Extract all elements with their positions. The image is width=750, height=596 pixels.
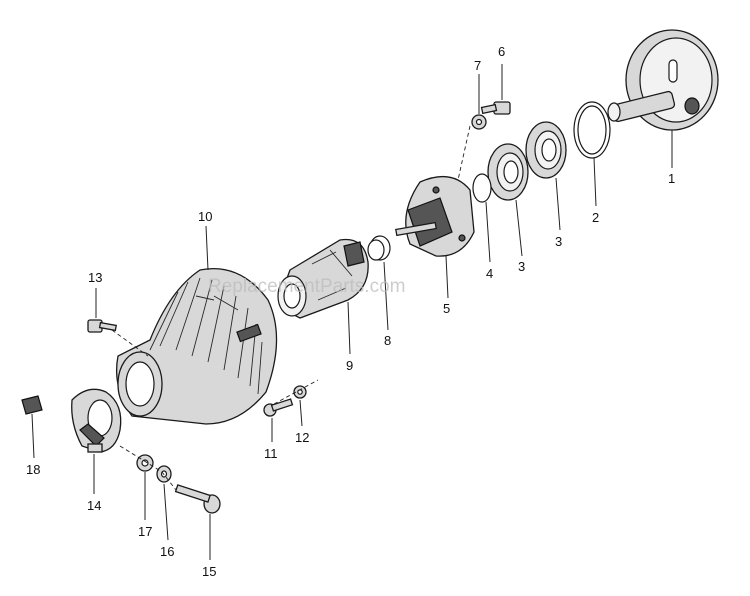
alignment-lines	[111, 125, 471, 491]
callout-17: 17	[138, 524, 152, 539]
part-15-long-bolt	[174, 484, 221, 514]
part-5-cover-plate	[395, 175, 475, 257]
callout-14: 14	[87, 498, 101, 513]
part-3-bearing-left	[487, 143, 529, 201]
part-6-bolt	[480, 101, 511, 115]
part-8-o-ring	[367, 235, 391, 261]
callout-7: 7	[474, 58, 481, 73]
leader-lines	[31, 64, 673, 560]
callout-16: 16	[160, 544, 174, 559]
part-7-washer	[471, 114, 487, 130]
watermark-text: ReplacementParts.com	[208, 276, 405, 297]
callout-3-left: 3	[518, 259, 525, 274]
callout-9: 9	[346, 358, 353, 373]
callout-12: 12	[295, 430, 309, 445]
part-17-washer	[136, 454, 154, 472]
part-18-pad	[21, 395, 43, 415]
callout-13: 13	[88, 270, 102, 285]
callout-11: 11	[264, 446, 278, 461]
part-13-bolt	[87, 319, 117, 333]
part-3-bearing-right	[525, 121, 567, 179]
callout-8: 8	[384, 333, 391, 348]
part-2-snap-ring	[573, 101, 611, 159]
part-10-gear-case	[115, 267, 278, 425]
callout-4: 4	[486, 266, 493, 281]
callout-numbers: 1 2 3 3 4 5 6 7 8 9 10 11 12 13 14 15 16…	[26, 44, 675, 579]
callout-15: 15	[202, 564, 216, 579]
part-1-clutch-drum	[607, 29, 719, 131]
callout-18: 18	[26, 462, 40, 477]
part-9-coupling-sleeve	[277, 238, 369, 319]
part-11-bolt	[263, 398, 294, 417]
callout-3-right: 3	[555, 234, 562, 249]
callout-1: 1	[668, 171, 675, 186]
part-14-bracket	[71, 388, 122, 453]
callout-6: 6	[498, 44, 505, 59]
callout-5: 5	[443, 301, 450, 316]
callout-2: 2	[592, 210, 599, 225]
callout-10: 10	[198, 209, 212, 224]
part-4-snap-ring	[472, 173, 492, 203]
